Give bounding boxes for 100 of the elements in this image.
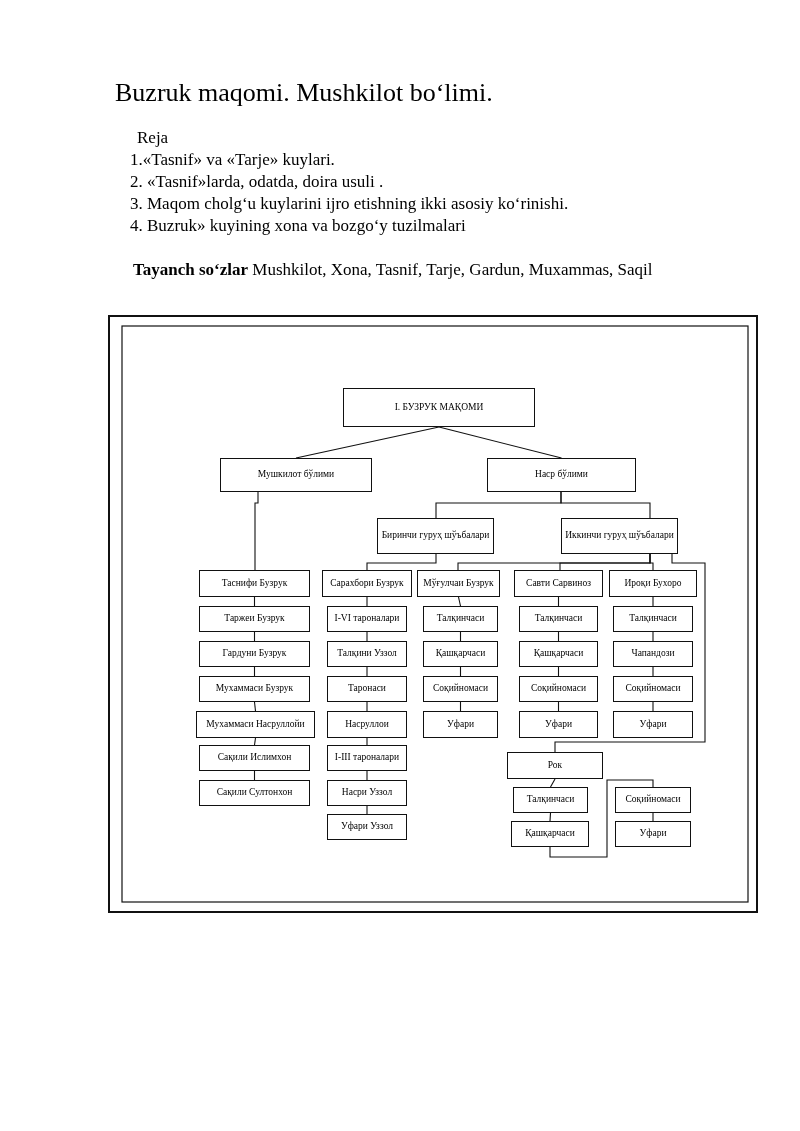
chart-box xyxy=(327,814,407,840)
chart-box xyxy=(613,711,693,738)
plan-item: 3. Maqom cholg‘u kuylarini ijro etishning ikki asosiy ko‘rinishi. xyxy=(130,194,569,214)
plan-heading: Reja xyxy=(137,128,169,148)
box-label: Мухаммаси Насруллойи xyxy=(206,719,305,730)
chart-box xyxy=(613,641,693,667)
box-label: Соқийномаси xyxy=(433,684,488,694)
chart-box xyxy=(199,780,310,806)
box-label: Наср бўлими xyxy=(535,470,588,480)
connector-line xyxy=(295,426,440,459)
chart-box xyxy=(609,570,697,597)
chart-box xyxy=(507,752,603,779)
chart-box xyxy=(423,606,498,632)
box-label: Уфари xyxy=(447,719,474,730)
connector-line xyxy=(366,737,368,746)
connector-line xyxy=(366,553,437,571)
connector-line xyxy=(459,631,462,642)
connector-line xyxy=(366,701,368,712)
connector-line xyxy=(557,666,560,677)
connector-line xyxy=(549,812,552,822)
box-label: Соқийномаси xyxy=(531,684,586,694)
connector-line xyxy=(253,770,256,781)
box-label: Рок xyxy=(547,760,563,771)
box-label: Мухаммаси Бузрук xyxy=(215,684,294,694)
box-label: Уфари xyxy=(639,829,667,839)
connector-line xyxy=(253,701,257,712)
box-label: Чапандози xyxy=(631,649,675,659)
chart-box xyxy=(199,606,310,632)
connector-line xyxy=(254,491,259,571)
box-label: Насруллои xyxy=(345,719,389,730)
box-label: Уфари xyxy=(639,719,667,730)
chart-box xyxy=(327,711,407,738)
box-label: Таснифи Бузрук xyxy=(221,578,288,589)
keywords-line: Tayanch so‘zlar Mushkilot, Xona, Tasnif, Tarje, Gardun, Muxammas, Saqil xyxy=(133,260,653,280)
box-label: I. БУЗРУК МАҚОМИ xyxy=(394,402,484,413)
chart-box xyxy=(327,676,407,702)
connector-line xyxy=(366,596,368,607)
chart-box xyxy=(561,518,678,554)
connector-line xyxy=(366,631,368,642)
chart-box xyxy=(199,641,310,667)
chart-box xyxy=(511,821,589,847)
box-label: Таржеи Бузрук xyxy=(224,614,285,624)
box-label: Талқинчаси xyxy=(436,614,485,624)
connector-line xyxy=(253,666,256,677)
box-label: Талқинчаси xyxy=(629,614,677,624)
connector-line xyxy=(253,596,256,607)
connector-line xyxy=(557,701,560,712)
connector-line xyxy=(438,426,563,459)
connector-line xyxy=(652,631,654,642)
box-label: Гардуни Бузрук xyxy=(222,649,287,659)
connector-line xyxy=(549,779,654,858)
chart-box xyxy=(327,606,407,632)
box-label: Уфари xyxy=(545,719,572,730)
connector-line xyxy=(652,666,654,677)
chart-box xyxy=(487,458,636,492)
connector-line xyxy=(560,491,651,519)
connector-line xyxy=(649,553,654,571)
box-label: Соқийномаси xyxy=(625,795,681,805)
chart-box xyxy=(199,570,310,597)
box-label: Сақили Ислимхон xyxy=(217,753,292,763)
page-title: Buzruk maqomi. Mushkilot bo‘limi. xyxy=(115,78,493,108)
box-label: Талқинчаси xyxy=(534,614,583,624)
chart-box xyxy=(199,745,310,771)
box-label: Таронаси xyxy=(348,684,386,694)
chart-box xyxy=(513,787,588,813)
connector-line xyxy=(253,737,257,746)
box-label: Насри Уззол xyxy=(341,788,393,798)
box-label: Қашқарчаси xyxy=(525,829,575,839)
box-label: Мўғулчаи Бузрук xyxy=(423,578,494,589)
box-label: Сақили Султонхон xyxy=(216,788,293,798)
box-label: Биринчи гуруҳ шўъбалари xyxy=(381,531,490,541)
chart-box xyxy=(519,641,598,667)
box-label: Савти Сарвиноз xyxy=(526,578,591,589)
chart-box xyxy=(615,821,691,847)
box-label: Талқини Уззол xyxy=(337,649,397,659)
chart-box xyxy=(343,388,535,427)
box-label: Қашқарчаси xyxy=(435,649,486,659)
connector-line xyxy=(554,553,706,753)
box-label: Талқинчаси xyxy=(526,795,575,805)
chart-box xyxy=(615,787,691,813)
box-label: I-VI тароналари xyxy=(334,614,400,624)
box-label: Уфари Уззол xyxy=(340,822,394,832)
connector-line xyxy=(366,805,368,815)
chart-box xyxy=(519,676,598,702)
plan-item: 2. «Tasnif»larda, odatda, doira usuli . xyxy=(130,172,384,192)
connector-line xyxy=(652,596,654,607)
connector-line xyxy=(652,701,654,712)
chart-box xyxy=(417,570,500,597)
chart-box xyxy=(423,641,498,667)
chart-box xyxy=(199,676,310,702)
chart-box xyxy=(327,780,407,806)
connector-line xyxy=(253,631,256,642)
box-label: Иккинчи гуруҳ шўъбалари xyxy=(565,531,674,541)
box-label: Мушкилот бўлими xyxy=(257,470,335,480)
chart-box xyxy=(196,711,315,738)
chart-box xyxy=(613,676,693,702)
box-label: Сарахбори Бузрук xyxy=(330,578,404,589)
chart-box xyxy=(514,570,603,597)
chart-box xyxy=(423,676,498,702)
plan-item: 4. Buzruk» kuyining xona va bozgo‘y tuzilmalari xyxy=(130,216,466,236)
